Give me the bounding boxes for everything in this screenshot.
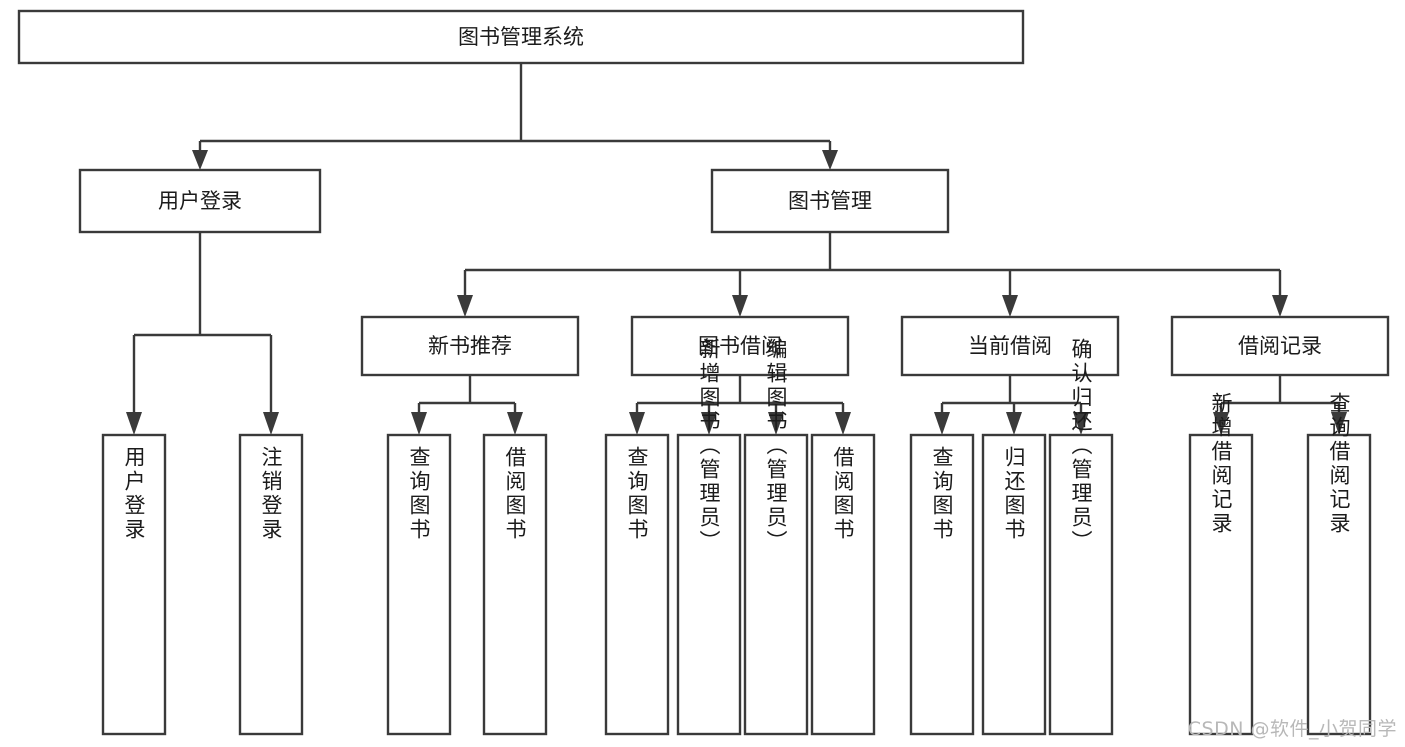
node-borrow-record-box[interactable]	[1170, 315, 1390, 377]
node-leaf-query-book-1-box[interactable]	[386, 433, 452, 736]
arrowhead-leaf-add-book	[701, 412, 717, 435]
node-leaf-edit-book-label: 编辑图书（管理员）	[764, 338, 788, 554]
node-current-borrow-label: 当前借阅	[968, 334, 1052, 358]
node-leaf-query-book-3-label: 查询图书	[930, 446, 954, 542]
node-leaf-edit-book[interactable]: 编辑图书（管理员）	[743, 338, 809, 736]
node-leaf-add-book[interactable]: 新增图书（管理员）	[676, 338, 742, 736]
node-leaf-return-book-label: 归还图书	[1002, 446, 1026, 542]
node-book-borrow-box[interactable]	[630, 315, 850, 377]
node-root-label: 图书管理系统	[458, 25, 584, 49]
arrowhead-new-book-recommend	[457, 295, 473, 317]
node-leaf-logout[interactable]: 注销登录	[238, 433, 304, 736]
node-leaf-query-book-1[interactable]: 查询图书	[386, 433, 452, 736]
node-borrow-record-label: 借阅记录	[1238, 334, 1322, 358]
node-book-borrow-label: 图书借阅	[698, 334, 782, 358]
csdn-watermark: CSDN @软件_小贺同学	[1187, 718, 1397, 740]
node-leaf-query-book-1-label: 查询图书	[407, 446, 431, 542]
node-leaf-query-record[interactable]: 查询借阅记录	[1306, 392, 1372, 736]
node-root[interactable]: 图书管理系统	[17, 9, 1025, 65]
arrowhead-leaf-confirm-return	[1073, 412, 1089, 435]
node-leaf-query-book-3[interactable]: 查询图书	[909, 433, 975, 736]
node-leaf-borrow-book-2-label: 借阅图书	[831, 446, 855, 542]
node-leaf-query-book-2[interactable]: 查询图书	[604, 433, 670, 736]
node-new-book-recommend[interactable]: 新书推荐	[360, 315, 580, 377]
node-leaf-user-login[interactable]: 用户登录	[101, 433, 167, 736]
node-leaf-borrow-book-1-box[interactable]	[482, 433, 548, 736]
node-borrow-record[interactable]: 借阅记录	[1170, 315, 1390, 377]
node-leaf-borrow-book-1[interactable]: 借阅图书	[482, 433, 548, 736]
node-leaf-user-login-box[interactable]	[101, 433, 167, 736]
arrowhead-leaf-logout	[263, 412, 279, 435]
node-leaf-query-book-3-box[interactable]	[909, 433, 975, 736]
node-leaf-borrow-book-1-label: 借阅图书	[503, 446, 527, 542]
arrowhead-leaf-query-book-1	[411, 412, 427, 435]
node-leaf-add-record-box[interactable]	[1188, 433, 1254, 736]
node-user-login-label: 用户登录	[158, 189, 242, 213]
connector-layer	[126, 63, 1347, 435]
arrowhead-borrow-record	[1272, 295, 1288, 317]
node-leaf-confirm-return[interactable]: 确认归还（管理员）	[1048, 338, 1114, 736]
node-new-book-recommend-box[interactable]	[360, 315, 580, 377]
arrowhead-user-login	[192, 150, 208, 170]
node-leaf-query-book-2-label: 查询图书	[625, 446, 649, 542]
node-leaf-return-book[interactable]: 归还图书	[981, 433, 1047, 736]
node-user-login-box[interactable]	[78, 168, 322, 234]
node-book-manage[interactable]: 图书管理	[710, 168, 950, 234]
node-current-borrow-box[interactable]	[900, 315, 1120, 377]
arrowhead-leaf-query-record	[1331, 412, 1347, 435]
node-leaf-borrow-book-2[interactable]: 借阅图书	[810, 433, 876, 736]
arrowhead-book-manage	[822, 150, 838, 170]
node-leaf-query-record-label: 查询借阅记录	[1327, 392, 1351, 536]
node-leaf-borrow-book-2-box[interactable]	[810, 433, 876, 736]
node-leaf-logout-label: 注销登录	[259, 446, 283, 542]
node-leaf-add-book-label: 新增图书（管理员）	[697, 338, 721, 554]
node-leaf-add-record[interactable]: 新增借阅记录	[1188, 392, 1254, 736]
node-leaf-query-book-2-box[interactable]	[604, 433, 670, 736]
arrowhead-leaf-user-login	[126, 412, 142, 435]
node-user-login[interactable]: 用户登录	[78, 168, 322, 234]
node-root-box[interactable]	[17, 9, 1025, 65]
arrowhead-leaf-query-book-3	[934, 412, 950, 435]
node-leaf-add-record-label: 新增借阅记录	[1209, 392, 1233, 536]
node-book-manage-box[interactable]	[710, 168, 950, 234]
node-leaf-return-book-box[interactable]	[981, 433, 1047, 736]
node-leaf-query-record-box[interactable]	[1306, 433, 1372, 736]
arrowhead-leaf-borrow-book-1	[507, 412, 523, 435]
node-book-borrow[interactable]: 图书借阅	[630, 315, 850, 377]
node-new-book-recommend-label: 新书推荐	[428, 334, 512, 358]
arrowhead-leaf-return-book	[1006, 412, 1022, 435]
arrowhead-leaf-edit-book	[768, 412, 784, 435]
node-leaf-edit-book-box[interactable]	[743, 433, 809, 736]
node-leaf-confirm-return-label: 确认归还（管理员）	[1069, 338, 1093, 554]
node-current-borrow[interactable]: 当前借阅	[900, 315, 1120, 377]
arrowhead-leaf-borrow-book-2	[835, 412, 851, 435]
arrowhead-current-borrow	[1002, 295, 1018, 317]
arrowhead-leaf-query-book-2	[629, 412, 645, 435]
node-leaf-add-book-box[interactable]	[676, 433, 742, 736]
node-leaf-logout-box[interactable]	[238, 433, 304, 736]
node-leaf-confirm-return-box[interactable]	[1048, 433, 1114, 736]
arrowhead-leaf-add-record	[1213, 412, 1229, 435]
node-book-manage-label: 图书管理	[788, 189, 872, 213]
node-leaf-user-login-label: 用户登录	[122, 446, 146, 542]
arrowhead-book-borrow	[732, 295, 748, 317]
